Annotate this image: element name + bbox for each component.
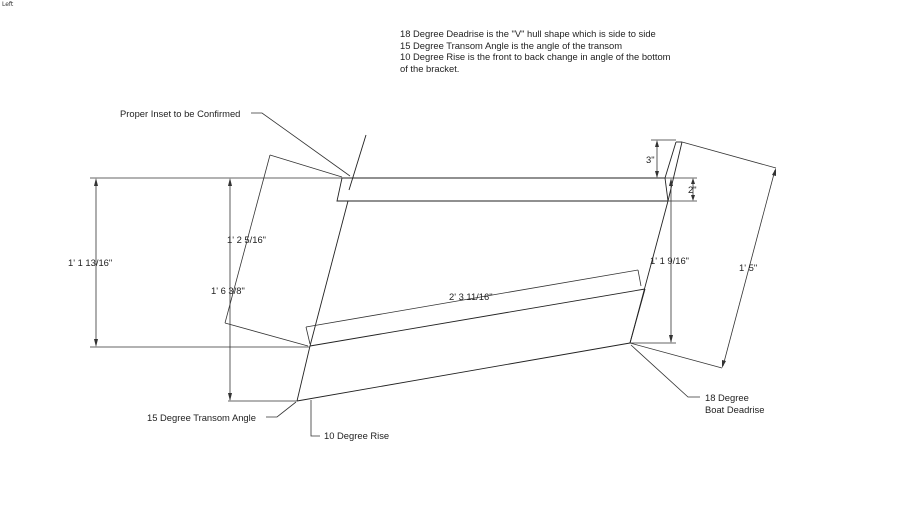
callout-deadrise-label-1: 18 Degree (705, 392, 749, 403)
dimension-height-to-bottom-label: 1' 6 3/8" (211, 285, 245, 296)
note-deadrise: 18 Degree Deadrise is the "V" hull shape… (400, 28, 656, 39)
dimension-plate-thickness-label: 2" (688, 184, 697, 195)
bottom-upper-edge (309, 288, 646, 347)
dimension-top-offset-label: 3" (646, 154, 655, 165)
transom-front-edge (309, 200, 349, 347)
dimension-right-slant: 1' 5" (629, 141, 777, 369)
note-rise-continued: of the bracket. (400, 62, 460, 74)
dimension-right-slant-label: 1' 5" (739, 262, 757, 273)
dimension-height-to-bottom: 1' 6 3/8" (211, 178, 297, 402)
bottom-right-edge (629, 288, 646, 344)
top-plate-lip (664, 141, 677, 179)
dimension-bottom-length-label: 2' 3 11/16" (449, 291, 493, 302)
dimension-bottom-length: 2' 3 11/16" (305, 269, 642, 345)
callout-deadrise-label-2: Boat Deadrise (705, 404, 764, 415)
note-transom: 15 Degree Transom Angle is the angle of … (400, 39, 623, 51)
dimension-right-height: 1' 1 9/16" (630, 178, 689, 344)
callout-inset: Proper Inset to be Confirmed (120, 108, 351, 177)
callout-transom-angle: 15 Degree Transom Angle (147, 401, 297, 423)
top-plate (336, 177, 669, 202)
transom-back-edge (296, 345, 311, 402)
dimension-slant-height-label: 1' 2 5/16" (227, 234, 266, 245)
note-rise: 10 Degree Rise is the front to back chan… (400, 51, 671, 63)
design-notes: 18 Degree Deadrise is the "V" hull shape… (400, 28, 720, 74)
dimension-right-height-label: 1' 1 9/16" (650, 255, 689, 266)
inset-line (348, 134, 367, 191)
callout-rise: 10 Degree Rise (310, 400, 389, 441)
bracket-outline (296, 134, 683, 402)
dimension-overall-height-label: 1' 1 13/16" (68, 257, 112, 268)
top-plate-lip-edge (667, 141, 683, 202)
dimension-slant-height: 1' 2 5/16" (224, 154, 343, 347)
callout-inset-label: Proper Inset to be Confirmed (120, 108, 240, 119)
dimension-top-offset: 3" (646, 139, 676, 178)
callout-transom-angle-label: 15 Degree Transom Angle (147, 412, 256, 423)
dimension-plate-thickness: 2" (665, 177, 697, 202)
callout-deadrise: 18 Degree Boat Deadrise (630, 344, 764, 415)
bottom-lower-edge (296, 342, 631, 402)
callout-rise-label: 10 Degree Rise (324, 430, 389, 441)
view-label: Left (2, 1, 14, 8)
dimension-overall-height: 1' 1 13/16" (68, 177, 342, 348)
